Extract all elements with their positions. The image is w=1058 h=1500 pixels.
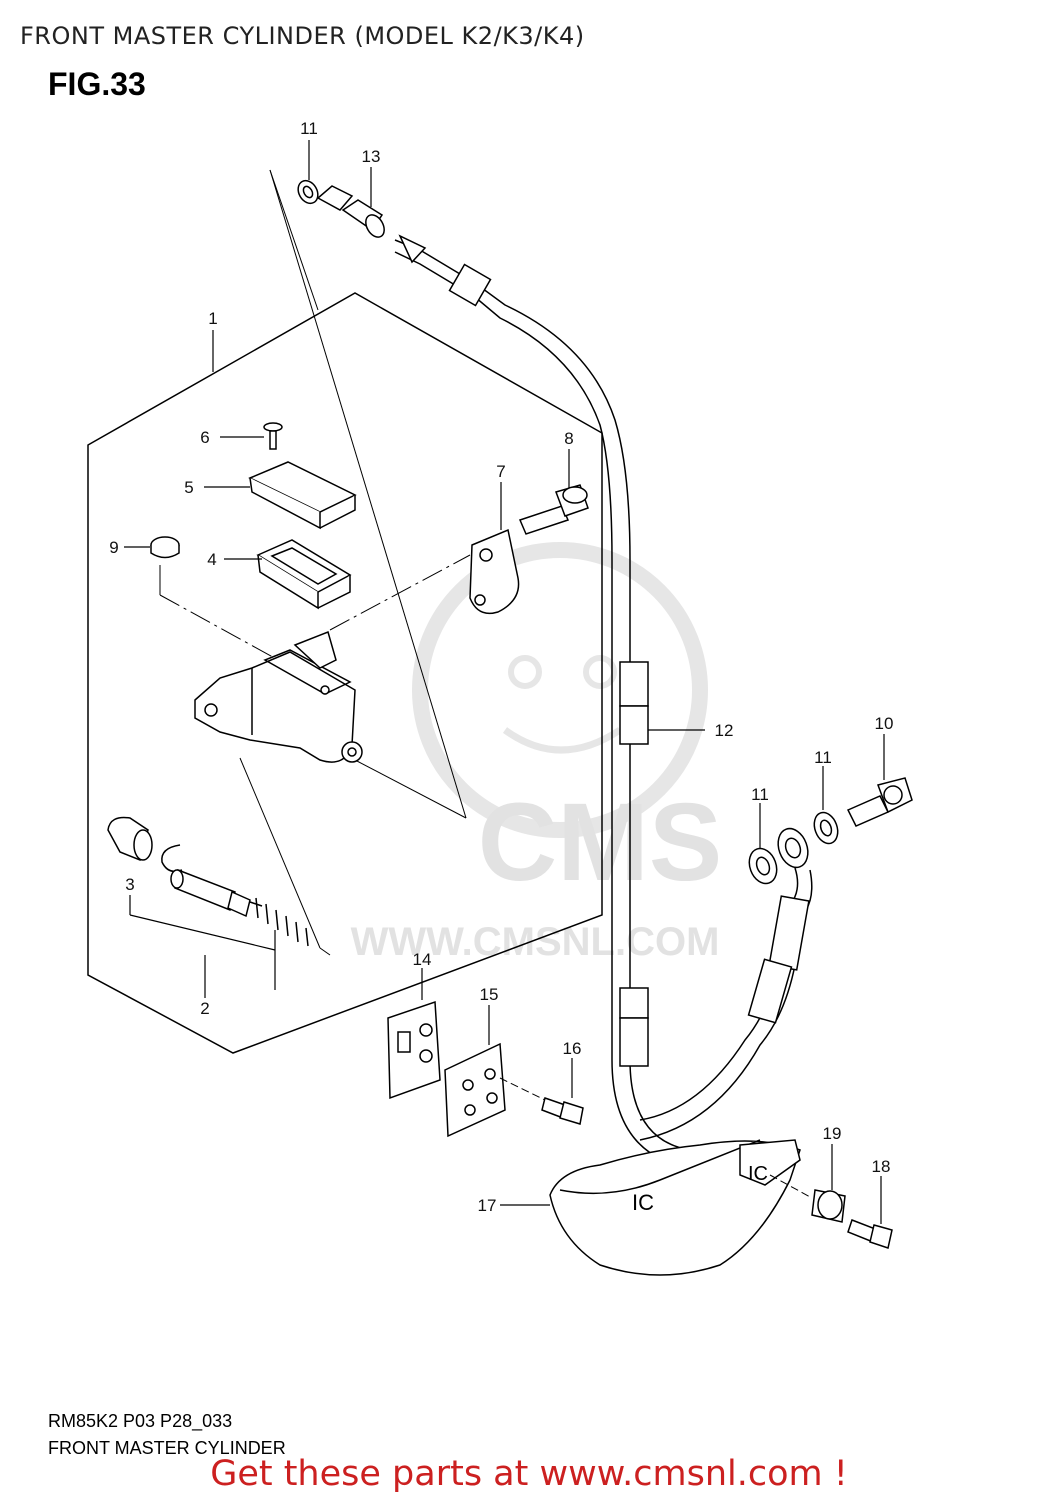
assembly-outline bbox=[87, 292, 603, 1054]
watermark-logo-text: CMS bbox=[478, 781, 722, 904]
master-cylinder-body bbox=[194, 630, 363, 763]
callout-8: 8 bbox=[564, 429, 573, 448]
callout-16: 16 bbox=[563, 1039, 582, 1058]
callout-9: 9 bbox=[109, 538, 118, 557]
figure-label: FIG.33 bbox=[48, 66, 146, 102]
callout-6: 6 bbox=[200, 428, 209, 447]
disc-cover: IC IC bbox=[549, 1139, 801, 1276]
callout-11b: 11 bbox=[814, 748, 832, 767]
callout-11: 11 bbox=[300, 119, 318, 138]
callout-4: 4 bbox=[207, 550, 216, 569]
callout-13: 13 bbox=[362, 147, 381, 166]
cover-hardware bbox=[811, 1189, 893, 1249]
holder-bolt bbox=[518, 484, 589, 535]
holder bbox=[469, 528, 520, 615]
reservoir-cap bbox=[248, 461, 357, 530]
watermark: CMS WWW.CMSNL.COM bbox=[351, 542, 722, 964]
callout-11c: 11 bbox=[751, 785, 769, 804]
diaphragm bbox=[256, 539, 352, 610]
piston-spring bbox=[170, 868, 309, 947]
callout-7: 7 bbox=[496, 462, 505, 481]
hose-union-fitting bbox=[297, 179, 385, 238]
brake-hose bbox=[394, 234, 691, 1169]
clamp-bolt bbox=[541, 1097, 584, 1125]
hose-clamp bbox=[444, 1042, 506, 1138]
callout-18: 18 bbox=[872, 1157, 891, 1176]
diagram-code: RM85K2 P03 P28_033 bbox=[48, 1411, 233, 1431]
callout-17: 17 bbox=[478, 1196, 497, 1215]
union-bolt bbox=[846, 777, 913, 827]
circlip bbox=[161, 844, 183, 873]
caliper-hose bbox=[639, 827, 813, 1141]
watermark-url-text: WWW.CMSNL.COM bbox=[351, 920, 720, 964]
callout-2: 2 bbox=[200, 999, 209, 1018]
cap bbox=[150, 536, 180, 559]
callout-14: 14 bbox=[413, 950, 432, 969]
svg-text:IC: IC bbox=[748, 1163, 768, 1185]
callout-10: 10 bbox=[875, 714, 894, 733]
callout-5: 5 bbox=[184, 478, 193, 497]
callout-12: 12 bbox=[715, 721, 734, 740]
callout-19: 19 bbox=[823, 1124, 842, 1143]
diagram-name: FRONT MASTER CYLINDER bbox=[48, 1438, 286, 1458]
page-title: FRONT MASTER CYLINDER (MODEL K2/K3/K4) bbox=[20, 22, 585, 50]
promo-banner-link[interactable]: Get these parts at www.cmsnl.com ! bbox=[210, 1454, 848, 1494]
washers bbox=[748, 811, 839, 885]
svg-text:IC: IC bbox=[632, 1190, 654, 1215]
callout-3: 3 bbox=[125, 875, 134, 894]
boot bbox=[107, 816, 153, 862]
cap-screw bbox=[263, 422, 283, 450]
callout-labels: 11 13 1 6 5 8 7 9 4 12 10 11 11 3 14 15 … bbox=[109, 119, 893, 1215]
callout-1: 1 bbox=[208, 309, 217, 328]
callout-15: 15 bbox=[480, 985, 499, 1004]
hose-guide bbox=[387, 1000, 441, 1100]
